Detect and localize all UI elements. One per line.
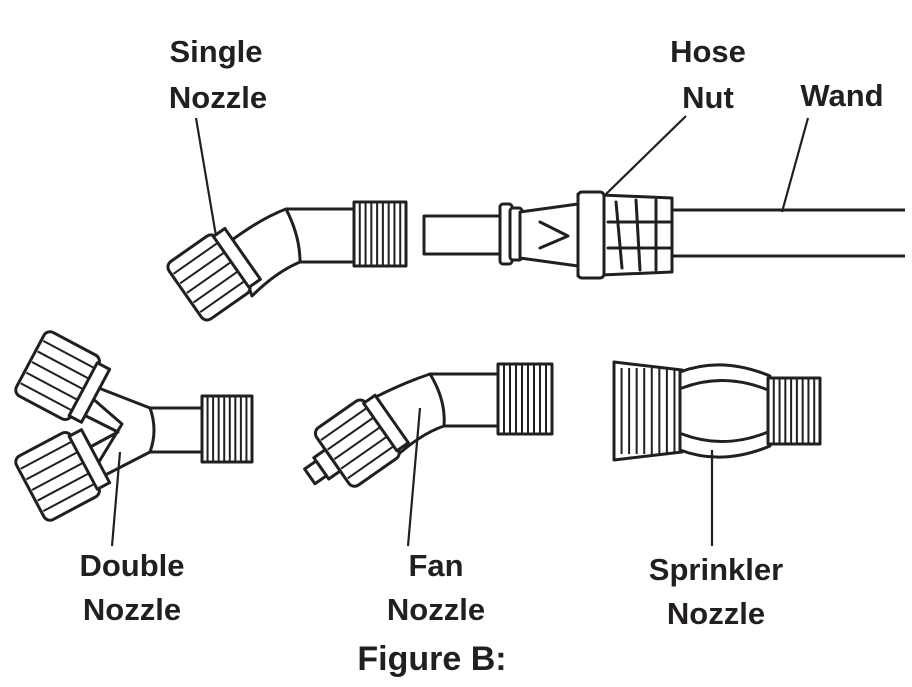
label-double-nozzle-line2: Nozzle: [83, 592, 181, 627]
label-wand: Wand: [800, 78, 883, 113]
sprinkler-nozzle-part: [612, 360, 822, 462]
label-hose-nut-line2: Nut: [682, 80, 734, 115]
label-sprinkler-nozzle-line1: Sprinkler: [649, 552, 783, 587]
part-labels: Single Nozzle Hose Nut Wand Double Nozzl…: [79, 34, 883, 678]
leader-single-nozzle: [194, 117, 218, 237]
wand-assembly: [422, 190, 912, 280]
label-single-nozzle-line1: Single: [169, 34, 262, 69]
leader-hose-nut: [603, 115, 687, 197]
leader-fan-nozzle: [406, 407, 422, 547]
figure-caption: Figure B:: [357, 640, 506, 678]
label-hose-nut-line1: Hose: [670, 34, 746, 69]
label-fan-nozzle-line1: Fan: [408, 548, 463, 583]
fan-nozzle-part: [303, 362, 554, 488]
double-nozzle-part: [14, 330, 254, 522]
single-nozzle-part: [166, 200, 408, 322]
leader-double-nozzle: [110, 451, 122, 547]
label-double-nozzle-line1: Double: [79, 548, 184, 583]
label-fan-nozzle-line2: Nozzle: [387, 592, 485, 627]
label-single-nozzle-line2: Nozzle: [169, 80, 267, 115]
leader-lines: [110, 115, 810, 547]
leader-wand: [780, 117, 810, 213]
label-sprinkler-nozzle-line2: Nozzle: [667, 596, 765, 631]
